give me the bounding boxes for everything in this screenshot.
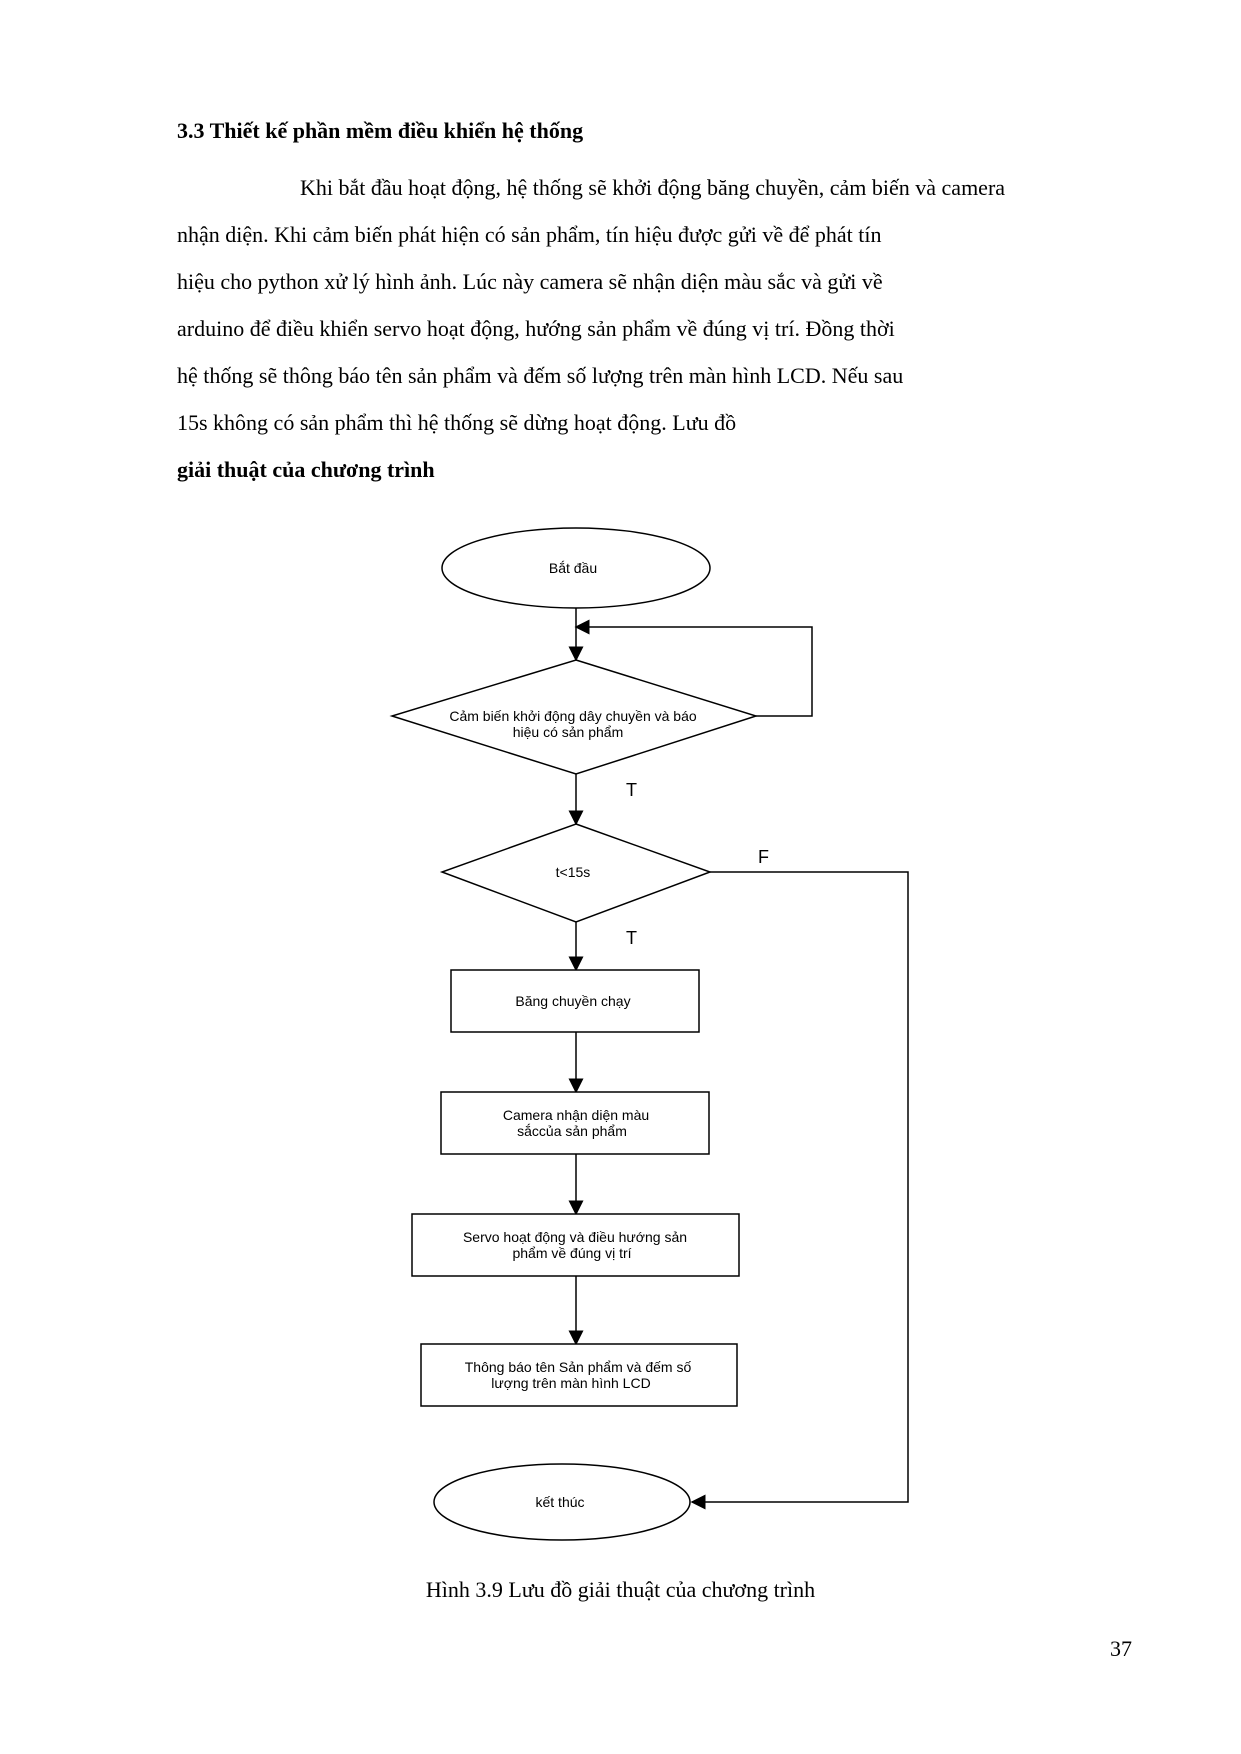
end-label: kết thúc	[535, 1494, 584, 1510]
notify-label-line-2: lượng trên màn hình LCD	[491, 1375, 650, 1391]
timer-decision-label: t<15s	[556, 864, 591, 880]
page-number: 37	[1110, 1636, 1132, 1661]
conveyor-label: Băng chuyền chạy	[515, 993, 630, 1009]
conveyor-process	[450, 969, 700, 1033]
servo-label-line-2: phẩm về đúng vị trí	[512, 1245, 631, 1261]
label-false: F	[758, 847, 769, 867]
camera-process	[440, 1091, 710, 1155]
label-true-1: T	[626, 780, 637, 800]
paragraph-line-4: arduino để điều khiển servo hoạt động, h…	[177, 316, 895, 341]
paragraph-line-6: 15s không có sản phẩm thì hệ thống sẽ dừ…	[177, 410, 737, 435]
false-branch-line	[690, 871, 909, 1510]
end-terminal	[433, 1463, 691, 1541]
camera-label-line-1: Camera nhận diện màu	[503, 1107, 649, 1123]
paragraph-line-3: hiệu cho python xử lý hình ảnh. Lúc này …	[177, 269, 883, 294]
notify-process	[420, 1343, 738, 1407]
loop-back-line	[574, 619, 813, 717]
label-true-2: T	[626, 928, 637, 948]
camera-label-line-2: sắccủa sản phẩm	[517, 1123, 627, 1139]
figure-caption: Hình 3.9 Lưu đồ giải thuật của chương tr…	[425, 1577, 816, 1602]
paragraph-line-1: Khi bắt đầu hoạt động, hệ thống sẽ khởi …	[300, 175, 1006, 200]
start-label: Bắt đầu	[549, 560, 597, 576]
paragraph-line-5: hệ thống sẽ thông báo tên sản phẩm và đế…	[177, 363, 904, 388]
paragraph-line-7: giải thuật của chương trình	[177, 457, 435, 482]
servo-label-line-1: Servo hoạt động và điều hướng sản	[463, 1229, 687, 1245]
sensor-decision-line-1: Cảm biến khởi động dây chuyền và báo	[449, 708, 697, 724]
sensor-decision-line-2: hiệu có sản phẩm	[513, 724, 624, 740]
notify-label-line-1: Thông báo tên Sản phẩm và đếm số	[465, 1359, 692, 1375]
paragraph-line-2: nhận diện. Khi cảm biến phát hiện có sản…	[177, 222, 882, 247]
servo-process	[411, 1213, 740, 1277]
section-heading: 3.3 Thiết kế phần mềm điều khiển hệ thốn…	[177, 118, 584, 143]
